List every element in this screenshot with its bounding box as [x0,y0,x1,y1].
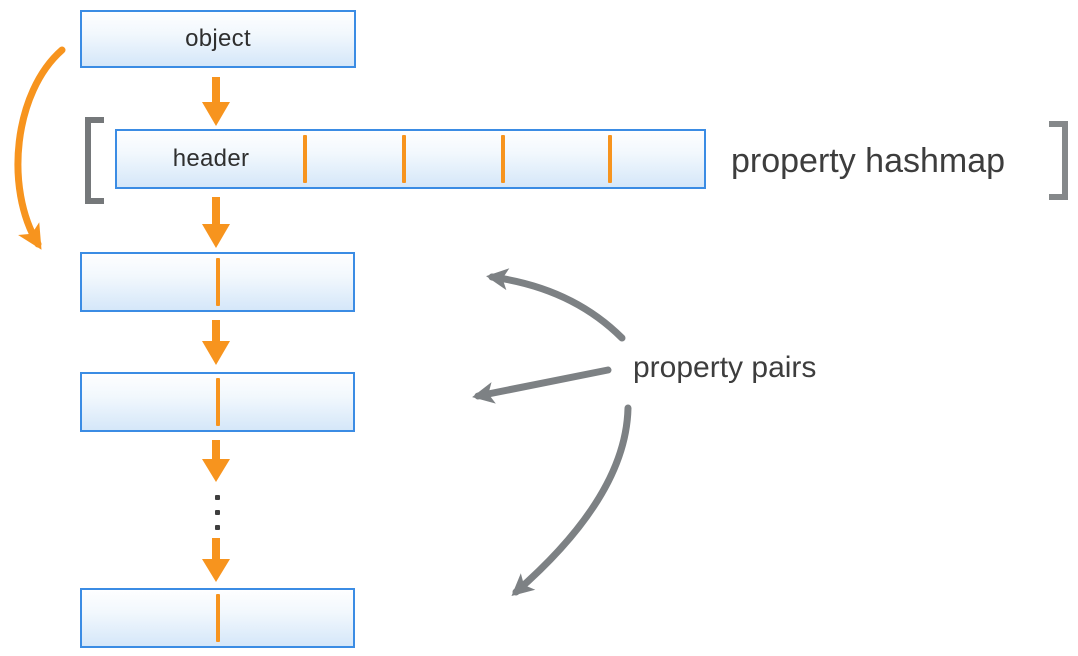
pair-cell-divider [216,258,220,306]
property-pair-box-2 [80,372,355,432]
hashmap-cell-divider [608,135,612,183]
ellipsis-dot [215,510,220,515]
property-pair-box-3 [80,588,355,648]
gray-arrow-to-pair3 [511,404,632,596]
property-pairs-label: property pairs [633,351,817,384]
property-pair-box-1 [80,252,355,312]
curved-arrow-object-to-pair1 [14,46,66,250]
down-arrow-object-to-hashmap [202,77,230,126]
ellipsis-dot [215,495,220,500]
ellipsis-dot [215,525,220,530]
hashmap-cell-divider [501,135,505,183]
left-bracket [85,117,104,204]
property-hashmap-box: header [115,129,706,189]
hashmap-header-label: header [172,145,250,172]
object-box: object [80,10,356,68]
object-box-label: object [185,25,251,52]
property-hashmap-label: property hashmap [731,142,1006,180]
down-arrow-pair1-to-pair2 [202,320,230,365]
hashmap-cell-divider [303,135,307,183]
right-bracket [1049,121,1068,200]
pair-cell-divider [216,594,220,642]
down-arrow-pair2-to-ellipsis [202,440,230,482]
down-arrow-ellipsis-to-pair3 [202,538,230,582]
hashmap-cell-divider [402,135,406,183]
down-arrow-hashmap-to-pair1 [202,197,230,248]
gray-arrow-to-pair2 [472,366,612,404]
pair-cell-divider [216,378,220,426]
gray-arrow-to-pair1 [486,268,626,342]
